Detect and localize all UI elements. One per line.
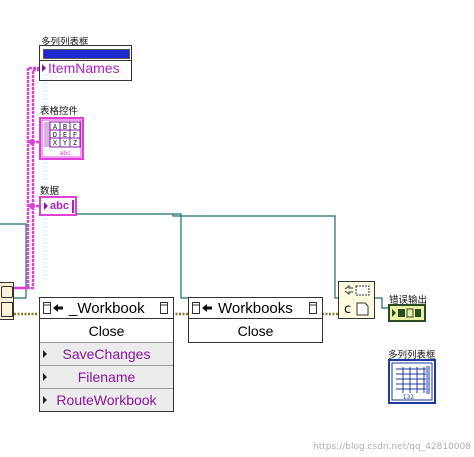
input-arrow-icon: [43, 373, 47, 381]
workbook-node-title: _Workbook: [69, 299, 145, 317]
workbook-invoke-node[interactable]: _Workbook Close SaveChanges Filename Rou…: [39, 297, 174, 412]
param-save-changes[interactable]: SaveChanges: [40, 342, 173, 365]
svg-text:X: X: [53, 139, 58, 147]
teal-wire-left: [0, 223, 27, 299]
table-cell-c: C: [73, 123, 77, 131]
ref-out-icon: [160, 302, 168, 314]
close-reference-icon: c: [344, 285, 370, 317]
data-terminal-text: abc: [50, 200, 69, 212]
svg-text:c: c: [344, 302, 351, 317]
pink-wire-inner: [14, 68, 40, 290]
doc-icon: [1, 302, 13, 317]
svg-text:I32: I32: [403, 394, 414, 401]
label-data: 数据: [40, 186, 60, 197]
close-reference-node[interactable]: c: [338, 281, 375, 319]
error-out-terminal[interactable]: [388, 304, 426, 322]
watermark-text: https://blog.csdn.net/qq_42810008: [313, 442, 472, 452]
param-route-workbook[interactable]: RouteWorkbook: [40, 388, 173, 411]
refresh-icon: [1, 286, 13, 298]
workbooks-node-title: Workbooks: [218, 299, 293, 317]
label-error-out: 错误输出: [389, 295, 428, 306]
param-filename[interactable]: Filename: [40, 365, 173, 388]
item-names-text: ItemNames: [48, 60, 120, 76]
error-cluster-icon: [392, 308, 421, 318]
data-terminal[interactable]: abc: [39, 196, 77, 216]
workbooks-node-header[interactable]: Workbooks: [188, 297, 323, 319]
teal-wire-mid: [66, 213, 189, 299]
teal-wire-right: [172, 214, 340, 299]
invoke-method-icon: [43, 302, 63, 314]
workbook-node-header[interactable]: _Workbook: [39, 297, 174, 319]
listbox-ref-bar: [43, 49, 130, 59]
ref-out-icon: [309, 302, 317, 314]
svg-text:D: D: [53, 131, 57, 139]
item-names-property-node[interactable]: ItemNames: [39, 45, 132, 81]
open-reference-node-partial[interactable]: [0, 282, 14, 320]
write-arrow-icon: [42, 64, 46, 72]
svg-text:E: E: [63, 131, 67, 139]
label-multicolumn-top: 多列列表框: [41, 37, 89, 48]
label-multicolumn-bottom: 多列列表框: [388, 350, 436, 361]
table-footer-abc: abc: [60, 150, 71, 157]
pink-wire-outer: [14, 66, 40, 290]
workbooks-method-close[interactable]: Close: [189, 319, 322, 342]
input-arrow-icon: [43, 396, 47, 404]
svg-text:Z: Z: [73, 139, 77, 147]
table-cell-b: B: [63, 123, 67, 131]
invoke-method-icon: [192, 302, 212, 314]
label-table-control: 表格控件: [40, 106, 79, 117]
data-arrow-icon: [44, 202, 48, 210]
table-control-terminal[interactable]: A B C D E F X Y Z abc: [39, 117, 84, 160]
workbooks-invoke-node[interactable]: Workbooks Close: [188, 297, 323, 343]
svg-text:F: F: [73, 131, 77, 139]
multicolumn-listbox-terminal[interactable]: I32: [388, 359, 436, 404]
table-grid-icon: A B C D E F X Y Z abc: [41, 119, 82, 158]
workbook-method-close[interactable]: Close: [40, 319, 173, 342]
input-arrow-icon: [43, 350, 47, 358]
listbox-grid-icon: I32: [391, 362, 433, 401]
teal-wire-err: [375, 297, 388, 309]
table-cell-a: A: [53, 123, 58, 131]
svg-text:Y: Y: [63, 139, 68, 147]
